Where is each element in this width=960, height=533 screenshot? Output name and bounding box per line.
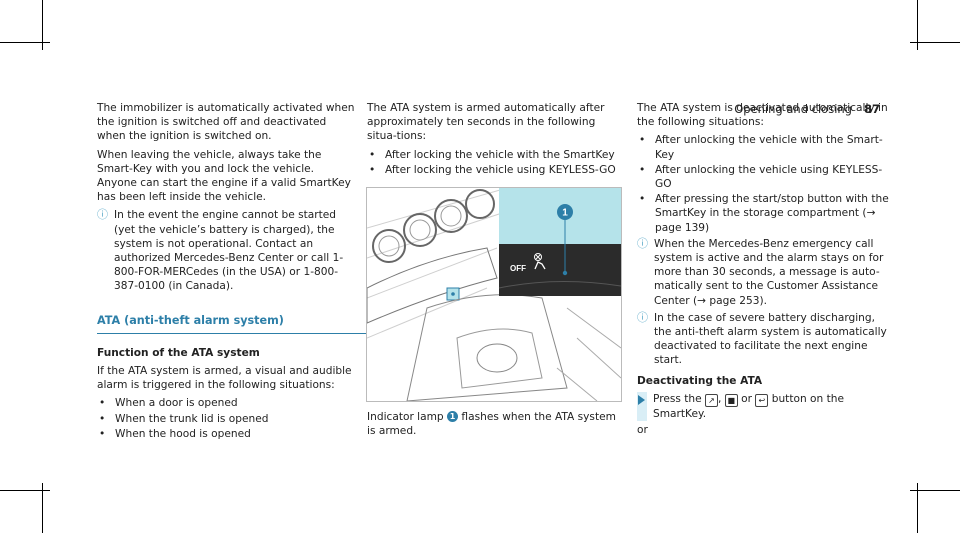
bullet-icon: • [369, 163, 376, 176]
list-item: •After pressing the start/stop button wi… [639, 193, 889, 234]
crop-mark [917, 0, 918, 50]
crop-mark [0, 42, 50, 43]
bullet-icon: • [99, 397, 106, 410]
note-text: In the event the engine cannot be starte… [114, 209, 344, 293]
callout-badge: 1 [447, 411, 459, 422]
paragraph: If the ATA system is armed, a visual and… [97, 365, 352, 392]
paragraph: The ATA system is armed automatically af… [367, 102, 605, 143]
bullet-icon: • [99, 412, 106, 425]
caption: Indicator lamp 1 flashes when the ATA sy… [367, 411, 616, 438]
section-heading: ATA (anti-theft alarm system) [97, 314, 419, 334]
info-icon: ⓘ [637, 236, 648, 250]
unlock-key-icon: ↗ [705, 393, 719, 407]
list-item: •After unlocking the vehicle with the Sm… [639, 134, 883, 161]
bullet-icon: • [639, 163, 646, 176]
trunk-key-icon: ↩ [755, 393, 769, 407]
paragraph: The ATA system is deactivated automatica… [637, 102, 888, 129]
header-title: Opening and closing [734, 102, 852, 116]
bullet-icon: • [99, 427, 106, 440]
instruction-step: Press the ↗, ■ or ↩ button on the SmartK… [637, 391, 893, 422]
lock-key-icon: ■ [724, 393, 738, 407]
airbag-off-icon [534, 253, 546, 270]
note-text: In the case of severe battery dischargin… [654, 311, 887, 367]
play-arrow-icon [637, 391, 647, 422]
column-left: The immobilizer is automatically activat… [97, 101, 419, 442]
paragraph: or [637, 424, 648, 437]
off-label: OFF [510, 264, 526, 273]
info-icon: ⓘ [97, 208, 108, 222]
note: ⓘ In the case of severe battery discharg… [637, 311, 893, 368]
paragraph: When leaving the vehicle, always take th… [97, 148, 351, 204]
column-middle: The ATA system is armed automatically af… [367, 101, 621, 178]
crop-mark [917, 483, 918, 533]
callout-number: 1 [562, 208, 568, 219]
paragraph: The immobilizer is automatically activat… [97, 102, 355, 143]
list-item: •After locking the vehicle using KEYLESS… [369, 163, 616, 176]
callout-1-icon [557, 204, 573, 220]
console-illustration: OFF 1 [366, 187, 622, 402]
column-right: The ATA system is deactivated automatica… [637, 101, 893, 437]
bullet-icon: • [639, 134, 646, 147]
subheading: Function of the ATA system [97, 346, 260, 359]
list-item: •After unlocking the vehicle using KEYLE… [639, 163, 883, 191]
list-item: •When a door is opened [99, 397, 238, 410]
subheading: Deactivating the ATA [637, 374, 763, 387]
console-drawing: OFF 1 [367, 188, 621, 401]
crop-mark [0, 490, 50, 491]
page-number: 87 [863, 102, 880, 116]
crop-mark [42, 483, 43, 533]
crop-mark [910, 490, 960, 491]
note: ⓘ In the event the engine cannot be star… [97, 208, 355, 293]
step-text: Press the ↗, ■ or ↩ button on the SmartK… [653, 392, 844, 420]
list-item: •After locking the vehicle with the Smar… [369, 148, 615, 161]
bullet-icon: • [369, 148, 376, 161]
bullet-icon: • [639, 193, 646, 206]
note-text: When the Mercedes-Benz emergency call sy… [654, 237, 884, 307]
crop-mark [910, 42, 960, 43]
info-icon: ⓘ [637, 310, 648, 324]
list-item: •When the hood is opened [99, 427, 251, 440]
list-item: •When the trunk lid is opened [99, 412, 269, 425]
note: ⓘ When the Mercedes-Benz emergency call … [637, 237, 893, 308]
page-header: Opening and closing 87 [734, 102, 880, 116]
crop-mark [42, 0, 43, 50]
